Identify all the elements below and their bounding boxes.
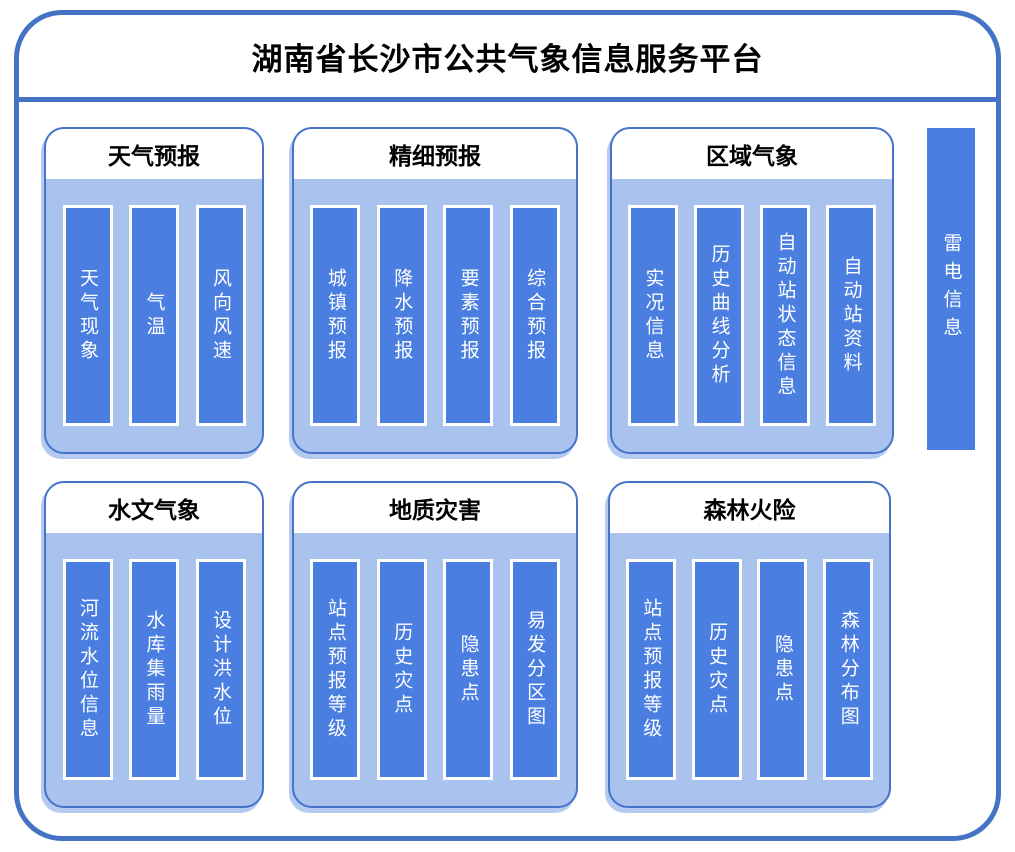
module-bar: 自动站资料 [826, 205, 876, 426]
panel-title: 地质灾害 [294, 483, 576, 533]
panel-forest-fire-risk: 森林火险 站点预报等级 历史灾点 隐患点 森林分布图 [608, 481, 891, 808]
module-bar-label: 气温 [143, 291, 165, 340]
module-bar-label: 自动站状态信息 [774, 231, 796, 400]
module-bar: 降水预报 [376, 205, 427, 426]
module-bar: 风向风速 [195, 205, 246, 426]
panel-body: 站点预报等级 历史灾点 隐患点 森林分布图 [610, 533, 889, 806]
module-bar: 隐患点 [443, 559, 494, 780]
module-bar-label: 历史灾点 [706, 621, 728, 718]
module-bar-label: 易发分区图 [524, 609, 546, 730]
title-divider [19, 97, 996, 102]
module-bar-label: 隐患点 [771, 633, 793, 706]
module-bar: 设计洪水位 [195, 559, 246, 780]
module-bar: 要素预报 [443, 205, 494, 426]
panel-title: 水文气象 [46, 483, 262, 533]
module-bar: 天气现象 [62, 205, 113, 426]
panel-body: 站点预报等级 历史灾点 隐患点 易发分区图 [294, 533, 576, 806]
module-bar: 历史曲线分析 [694, 205, 744, 426]
module-bar-label: 综合预报 [524, 267, 546, 364]
module-bar-label: 隐患点 [457, 633, 479, 706]
module-bar: 历史灾点 [691, 559, 742, 780]
module-bar: 站点预报等级 [625, 559, 676, 780]
panel-title: 区域气象 [612, 129, 892, 179]
module-bar-label: 自动站资料 [840, 255, 862, 376]
module-bar: 自动站状态信息 [760, 205, 810, 426]
panel-title: 森林火险 [610, 483, 889, 533]
module-bar-label: 历史灾点 [391, 621, 413, 718]
module-bar-label: 天气现象 [77, 267, 98, 364]
lightning-info-bar: 雷电信息 [927, 128, 975, 450]
module-bar-label: 实况信息 [642, 267, 664, 364]
module-bar-label: 站点预报等级 [640, 597, 662, 742]
panel-title: 天气预报 [46, 129, 262, 179]
panel-weather-forecast: 天气预报 天气现象 气温 风向风速 [44, 127, 264, 454]
platform-frame: 湖南省长沙市公共气象信息服务平台 天气预报 天气现象 气温 风向风速 精细预报 城镇… [14, 10, 1001, 841]
module-bar: 实况信息 [628, 205, 678, 426]
module-bar-label: 要素预报 [457, 267, 479, 364]
panel-body: 天气现象 气温 风向风速 [46, 179, 262, 452]
module-bar: 易发分区图 [509, 559, 560, 780]
module-bar: 站点预报等级 [310, 559, 361, 780]
module-bar-label: 水库集雨量 [143, 609, 165, 730]
panel-fine-forecast: 精细预报 城镇预报 降水预报 要素预报 综合预报 [292, 127, 578, 454]
panel-body: 实况信息 历史曲线分析 自动站状态信息 自动站资料 [612, 179, 892, 452]
panel-body: 城镇预报 降水预报 要素预报 综合预报 [294, 179, 576, 452]
module-bar: 水库集雨量 [129, 559, 179, 780]
module-bar-label: 风向风速 [210, 267, 231, 364]
module-bar-label: 站点预报等级 [324, 597, 346, 742]
panel-hydrological-weather: 水文气象 河流水位信息 水库集雨量 设计洪水位 [44, 481, 264, 808]
module-bar: 隐患点 [757, 559, 808, 780]
module-bar: 气温 [129, 205, 179, 426]
lightning-info-label: 雷电信息 [940, 233, 962, 345]
module-bar-label: 设计洪水位 [210, 609, 231, 730]
module-bar: 综合预报 [509, 205, 560, 426]
panel-body: 河流水位信息 水库集雨量 设计洪水位 [46, 533, 262, 806]
module-bar: 森林分布图 [823, 559, 874, 780]
module-bar-label: 河流水位信息 [77, 597, 98, 742]
page-title: 湖南省长沙市公共气象信息服务平台 [251, 41, 764, 77]
module-bar: 河流水位信息 [62, 559, 113, 780]
panel-regional-meteorology: 区域气象 实况信息 历史曲线分析 自动站状态信息 自动站资料 [610, 127, 894, 454]
module-bar-label: 历史曲线分析 [708, 243, 730, 388]
module-bar-label: 森林分布图 [837, 609, 859, 730]
module-bar-label: 城镇预报 [324, 267, 346, 364]
panel-geological-disaster: 地质灾害 站点预报等级 历史灾点 隐患点 易发分区图 [292, 481, 578, 808]
module-bar-label: 降水预报 [391, 267, 413, 364]
module-bar: 历史灾点 [376, 559, 427, 780]
panel-title: 精细预报 [294, 129, 576, 179]
module-bar: 城镇预报 [310, 205, 361, 426]
